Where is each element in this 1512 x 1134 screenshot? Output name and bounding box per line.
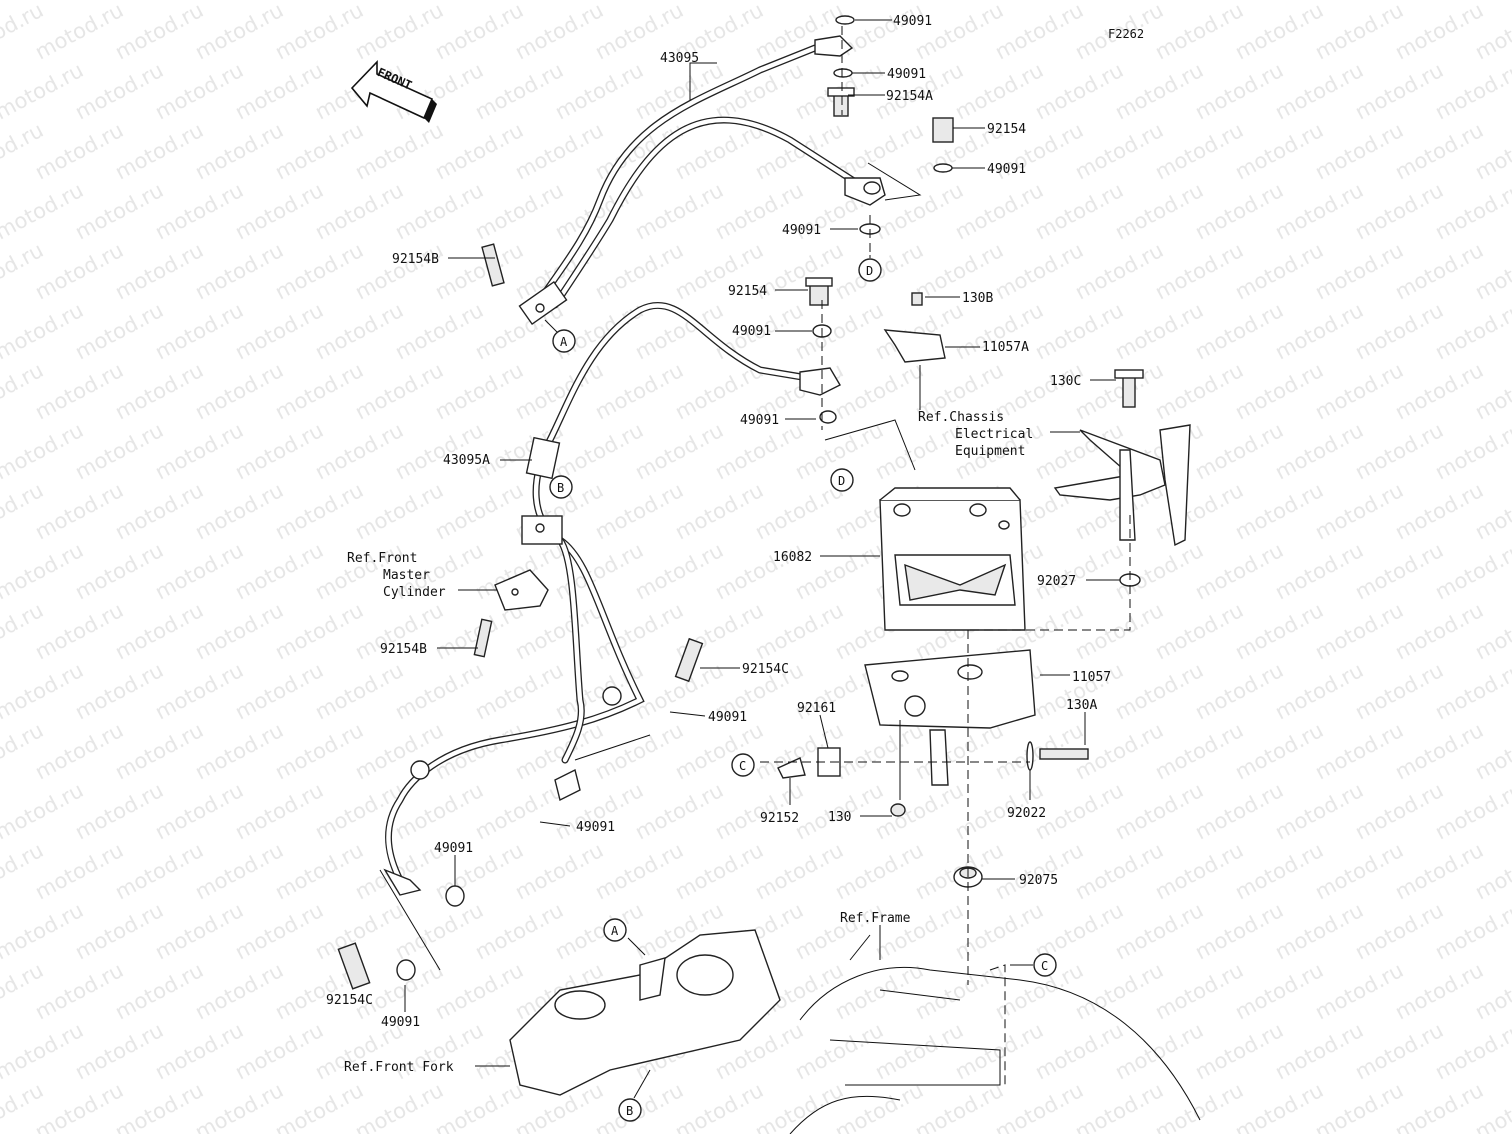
callout-d-middle: D	[838, 474, 845, 488]
part-label: 49091	[708, 710, 747, 725]
part-label: 92161	[797, 701, 836, 716]
leader-lines	[404, 19, 1120, 1067]
callout-b-bottom: B	[626, 1104, 633, 1118]
brake-hose-43095a	[379, 301, 824, 971]
part-label: 43095A	[443, 453, 490, 468]
ref-master-line3: Cylinder	[383, 585, 446, 600]
brake-hose-43095	[518, 44, 864, 326]
bracket-11057a	[883, 292, 946, 363]
part-label: 92152	[760, 811, 799, 826]
part-label: 92154	[728, 284, 767, 299]
banjo-fitting-right	[844, 117, 954, 235]
frame-reference	[789, 934, 1201, 1134]
part-label: 43095	[660, 51, 699, 66]
part-label: 92154	[987, 122, 1026, 137]
diagram-code: F2262	[1108, 27, 1144, 41]
ref-master-line1: Ref.Front	[347, 551, 417, 566]
ref-chassis-line1: Ref.Chassis	[918, 410, 1004, 425]
part-label: 92154B	[392, 252, 439, 267]
callout-a-bottom: A	[611, 924, 619, 938]
part-label: 16082	[773, 550, 812, 565]
bracket-11057	[864, 649, 1036, 786]
part-label: 49091	[782, 223, 821, 238]
part-label: 92154C	[742, 662, 789, 677]
part-labels: 49091 49091 92154A 92154 49091 43095 490…	[326, 14, 1111, 1030]
part-label: 49091	[740, 413, 779, 428]
part-label: 130	[828, 810, 851, 825]
callout-a-top: A	[560, 335, 568, 349]
front-arrow-icon: FRONT	[350, 60, 437, 123]
ref-chassis-line3: Equipment	[955, 444, 1025, 459]
part-label: 92075	[1019, 873, 1058, 888]
part-label: 11057	[1072, 670, 1111, 685]
abs-hydraulic-unit-16082	[879, 487, 1026, 631]
reference-labels: Ref.Chassis Electrical Equipment Ref.Fro…	[344, 410, 1033, 1075]
part-label: 92154A	[886, 89, 933, 104]
part-label: 92022	[1007, 806, 1046, 821]
master-cylinder-bracket	[337, 243, 704, 990]
ref-front-fork: Ref.Front Fork	[344, 1060, 454, 1075]
part-label: 130C	[1050, 374, 1081, 389]
part-label: 130A	[1066, 698, 1097, 713]
part-label: 49091	[887, 67, 926, 82]
part-label: 49091	[893, 14, 932, 29]
part-label: 130B	[962, 291, 993, 306]
ref-chassis-line2: Electrical	[955, 427, 1033, 442]
chassis-electrical-bracket	[1053, 369, 1191, 587]
part-label: 49091	[381, 1015, 420, 1030]
part-label: 49091	[434, 841, 473, 856]
banjo-fitting-top	[814, 15, 855, 117]
part-label: 49091	[576, 820, 615, 835]
callout-circles: A A B B C C D D	[549, 258, 1057, 1122]
part-label: 92154C	[326, 993, 373, 1008]
callout-b-top: B	[557, 481, 564, 495]
callout-c-left: C	[739, 759, 746, 773]
part-label: 92154B	[380, 642, 427, 657]
part-label: 11057A	[982, 340, 1029, 355]
front-fork-reference	[509, 929, 781, 1096]
ref-master-line2: Master	[383, 568, 430, 583]
part-label: 49091	[987, 162, 1026, 177]
part-label: 92027	[1037, 574, 1076, 589]
mounting-hardware	[777, 741, 1089, 888]
ref-frame: Ref.Frame	[840, 911, 911, 926]
callout-d-top: D	[866, 264, 873, 278]
callout-c-right: C	[1041, 959, 1048, 973]
banjo-fitting-middle	[799, 277, 916, 471]
part-label: 49091	[732, 324, 771, 339]
